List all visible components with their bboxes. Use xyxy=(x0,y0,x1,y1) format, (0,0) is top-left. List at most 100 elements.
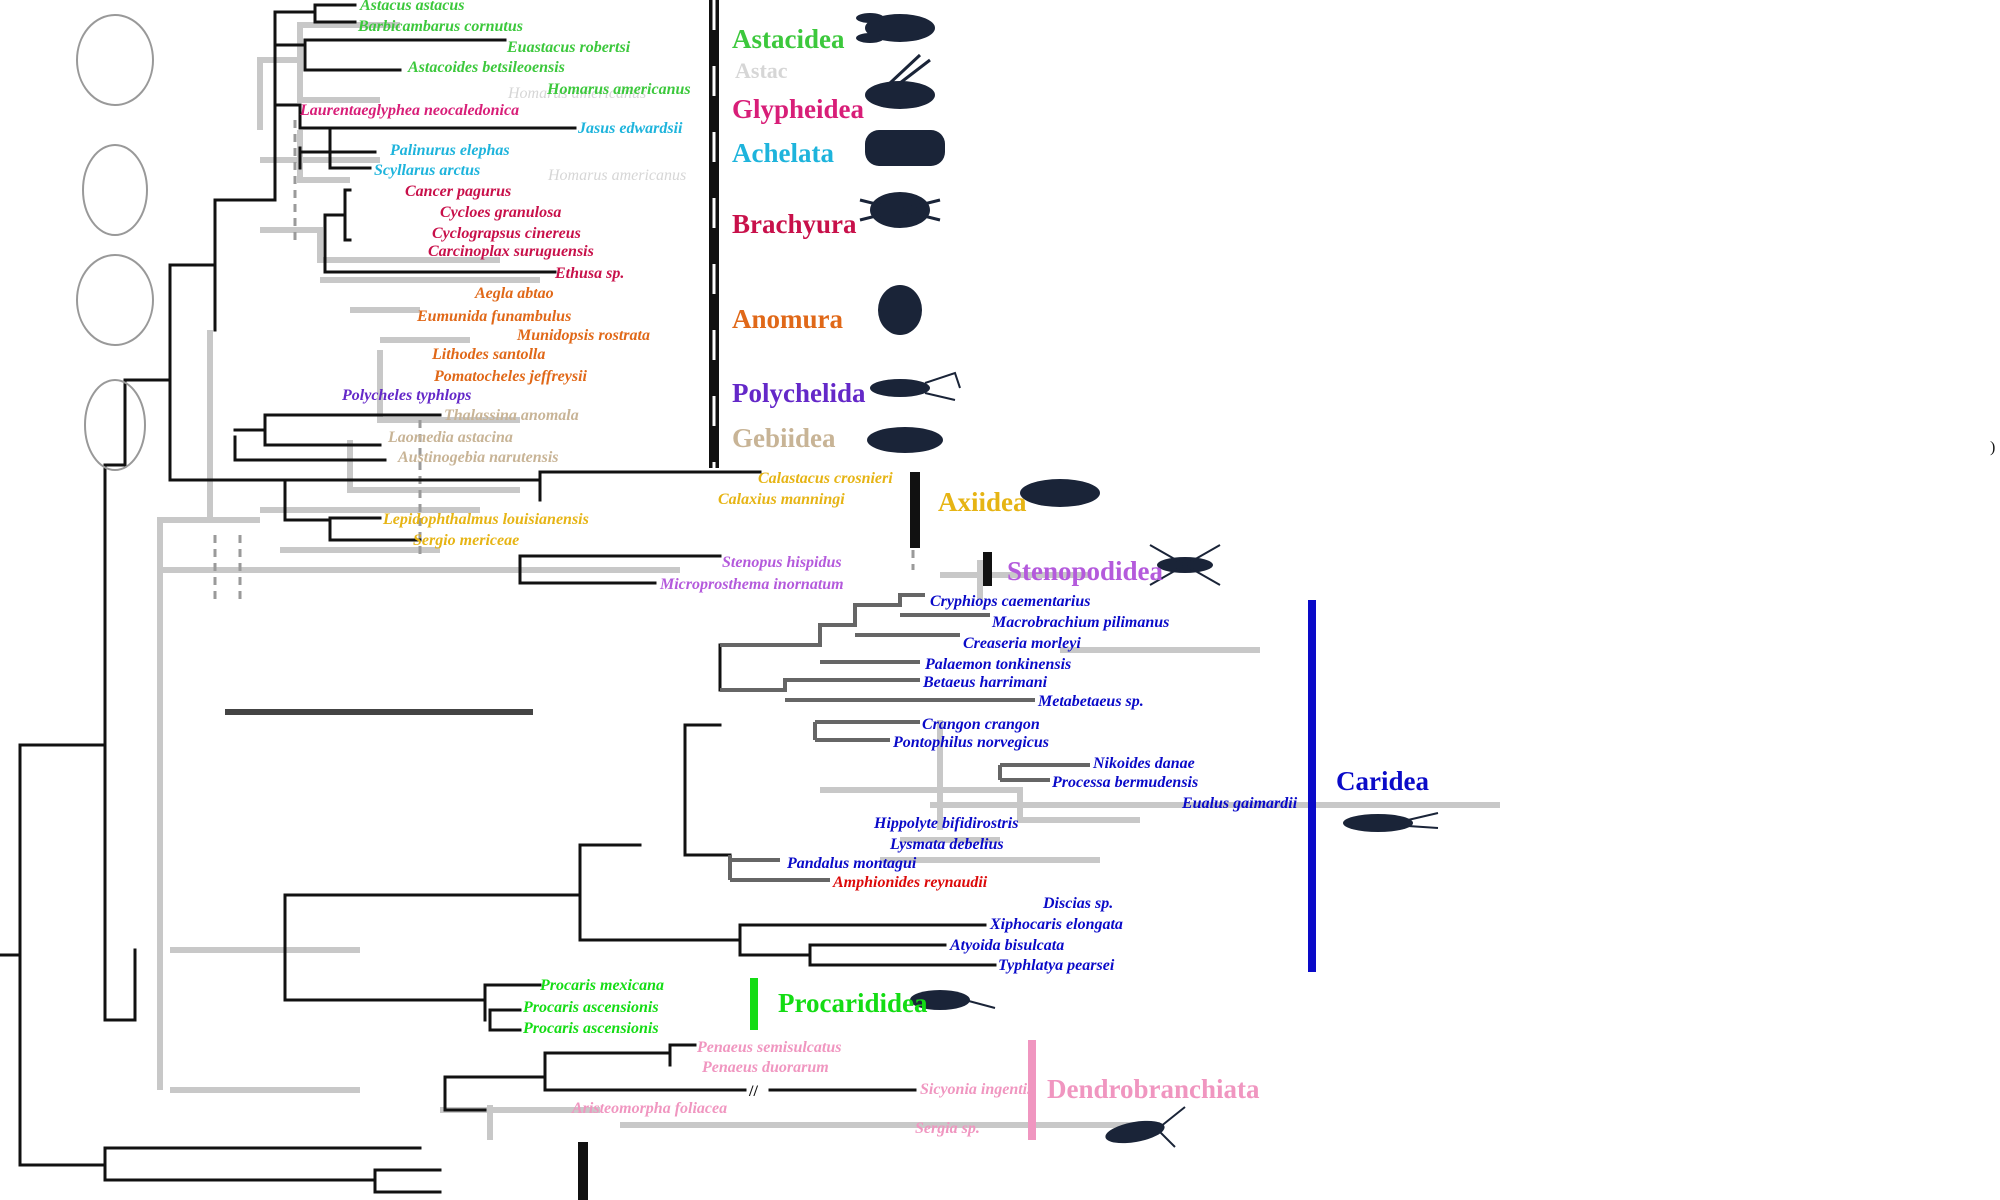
taxon-label: Eualus gaimardii xyxy=(1181,795,1298,812)
taxon-label: Carcinoplax suruguensis xyxy=(428,243,594,260)
silhouettes xyxy=(856,13,1439,1148)
caridea-branches xyxy=(720,593,1090,882)
taxon-label: Nikoides danae xyxy=(1092,755,1195,772)
clade-label-brachyura: Brachyura xyxy=(732,209,857,239)
taxon-label: Cycloes granulosa xyxy=(440,204,561,221)
taxon-label: Xiphocaris elongata xyxy=(989,916,1123,933)
taxon-label: Lysmata debelius xyxy=(889,836,1004,853)
taxon-label: Scyllarus arctus xyxy=(374,162,480,179)
taxon-label: Amphionides reynaudii xyxy=(832,874,988,891)
clade-label-caridea: Caridea xyxy=(1336,766,1429,796)
taxon-label: Astacoides betsileoensis xyxy=(407,59,565,76)
clade-label-polychelida: Polychelida xyxy=(732,378,866,408)
taxon-label: Aristeomorpha foliacea xyxy=(571,1100,727,1117)
procaris-silhouette-icon xyxy=(910,990,996,1010)
procarididea-bar xyxy=(750,978,758,1030)
taxon-label: Lepidophthalmus louisianensis xyxy=(382,511,589,528)
taxon-label: Sicyonia ingentis xyxy=(920,1081,1033,1098)
taxon-label: Pomatocheles jeffreysii xyxy=(433,368,588,385)
taxon-label: Hippolyte bifidirostris xyxy=(873,815,1018,832)
dashed-guides xyxy=(213,120,915,600)
taxon-label: Betaeus harrimani xyxy=(922,674,1048,691)
ghost-taxon-label: Homarus americanus xyxy=(547,167,686,184)
ghost-clade-label: Astac xyxy=(735,58,788,83)
taxon-label: Austinogebia narutensis xyxy=(397,449,559,466)
stenopus-silhouette-icon xyxy=(1149,544,1221,586)
taxon-label: Crangon crangon xyxy=(922,716,1040,733)
taxon-label: Microprosthema inornatum xyxy=(659,576,844,593)
taxon-label: Aegla abtao xyxy=(474,285,554,302)
taxon-label: Procaris mexicana xyxy=(539,977,664,994)
taxon-label: Pontophilus norvegicus xyxy=(892,734,1049,751)
outgroup-bar xyxy=(578,1142,588,1200)
glypheid-silhouette-icon xyxy=(865,53,935,109)
taxon-label: Typhlatya pearsei xyxy=(998,957,1115,974)
taxon-label: Calaxius manningi xyxy=(718,491,845,508)
taxon-label: Munidopsis rostrata xyxy=(516,327,650,344)
taxon-label: Creaseria morleyi xyxy=(963,635,1081,652)
taxon-label: Stenopus hispidus xyxy=(722,554,842,571)
taxon-label: Palinurus elephas xyxy=(389,142,510,159)
taxon-label: Cryphiops caementarius xyxy=(930,593,1090,610)
clade-label-gebiidea: Gebiidea xyxy=(732,423,836,453)
mudshrimp-silhouette-icon xyxy=(867,427,943,453)
clade-label-achelata: Achelata xyxy=(732,138,834,168)
taxon-label: Discias sp. xyxy=(1042,895,1113,912)
ghost-labels: Homarus americanus Homarus americanus As… xyxy=(507,58,788,184)
taxon-label: Procaris ascensionis xyxy=(522,999,659,1016)
ghost-taxon-label: Homarus americanus xyxy=(507,85,646,102)
taxon-label: Eumunida funambulus xyxy=(416,308,571,325)
taxon-label: Penaeus duorarum xyxy=(701,1059,829,1076)
taxon-label: Homarus americanus xyxy=(546,81,691,98)
clade-label-axiidea: Axiidea xyxy=(938,487,1027,517)
taxon-label: Atyoida bisulcata xyxy=(949,937,1064,954)
lobster-silhouette-icon xyxy=(865,130,945,166)
reptantia-dashed-bar xyxy=(709,0,719,468)
taxon-label: Ethusa sp. xyxy=(554,265,624,282)
crayfish-silhouette-icon xyxy=(856,13,935,43)
dendrobranchiata-bar xyxy=(1028,1040,1036,1140)
taxon-label: Penaeus semisulcatus xyxy=(696,1039,841,1056)
taxon-label: Metabetaeus sp. xyxy=(1037,693,1144,710)
taxon-label: Cyclograpsus cinereus xyxy=(432,225,581,242)
caridean-silhouette-icon xyxy=(1343,812,1439,832)
taxon-labels: Astacus astacus Barbicambarus cornutus E… xyxy=(299,0,1298,1137)
taxon-label: Polycheles typhlops xyxy=(341,387,471,404)
taxon-label: Cancer pagurus xyxy=(405,183,511,200)
tree-branches xyxy=(0,3,997,1194)
taxon-label: Barbicambarus cornutus xyxy=(357,18,523,35)
clade-bars xyxy=(578,0,1316,1200)
taxon-label: Procaris ascensionis xyxy=(522,1020,659,1037)
ghostshrimp-silhouette-icon xyxy=(1020,479,1100,507)
crab-silhouette-icon xyxy=(859,192,941,228)
taxon-label: Lithodes santolla xyxy=(431,346,545,363)
taxon-label: Processa bermudensis xyxy=(1051,774,1198,791)
taxon-label: Thalassina anomala xyxy=(444,407,579,424)
branch-break-mark: // xyxy=(748,1083,758,1100)
taxon-label: Laomedia astacina xyxy=(387,429,513,446)
clade-label-stenopodidea: Stenopodidea xyxy=(1007,556,1164,586)
taxon-label: Euastacus robertsi xyxy=(506,39,631,56)
squat-lobster-silhouette-icon xyxy=(878,285,922,335)
taxon-label: Jasus edwardsii xyxy=(577,120,683,137)
clade-label-dendrobranchiata: Dendrobranchiata xyxy=(1047,1074,1260,1104)
caridea-bar xyxy=(1308,600,1316,972)
clade-label-procarididea: Procarididea xyxy=(778,988,928,1018)
taxon-label: Palaemon tonkinensis xyxy=(924,656,1071,673)
clade-label-anomura: Anomura xyxy=(732,304,844,334)
taxon-label: Pandalus montagui xyxy=(786,855,917,872)
right-edge-mark: ) xyxy=(1990,439,1995,456)
stylized-structures xyxy=(76,14,154,471)
polychelid-silhouette-icon xyxy=(870,371,961,401)
clade-labels: Astacidea Glypheidea Achelata Brachyura … xyxy=(732,24,1429,1104)
taxon-label: Laurentaeglyphea neocaledonica xyxy=(299,102,519,119)
taxon-label: Macrobrachium pilimanus xyxy=(991,614,1169,631)
taxon-label: Astacus astacus xyxy=(359,0,464,14)
penaeid-silhouette-icon xyxy=(1105,1106,1186,1148)
taxon-label: Calastacus crosnieri xyxy=(758,470,893,487)
clade-label-glypheidea: Glypheidea xyxy=(732,94,865,124)
axiidea-bar xyxy=(910,472,920,548)
clade-label-astacidea: Astacidea xyxy=(732,24,845,54)
taxon-label: Sergio mericeae xyxy=(413,532,519,549)
